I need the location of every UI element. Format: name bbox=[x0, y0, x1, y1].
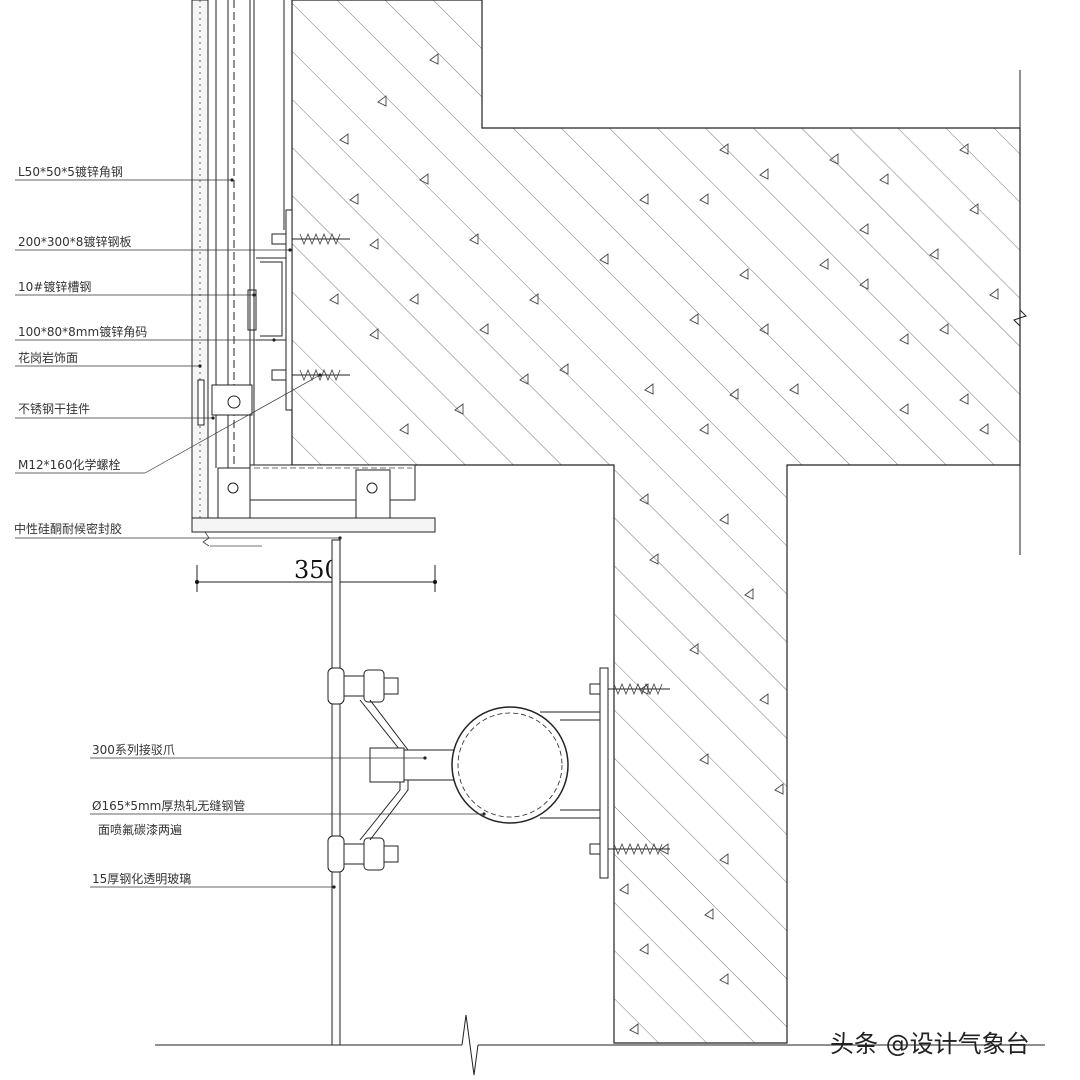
embedded-steel-plate-top bbox=[285, 209, 293, 411]
label-chemical-bolt: M12*160化学螺栓 bbox=[18, 457, 121, 472]
granite-facing-system bbox=[191, 0, 436, 547]
leader-lines bbox=[15, 178, 486, 889]
label-spider-claw: 300系列接驳爪 bbox=[92, 742, 175, 757]
label-steel-plate: 200*300*8镀锌钢板 bbox=[18, 235, 131, 249]
label-stainless-hanger: 不锈钢干挂件 bbox=[18, 402, 90, 416]
glass-panel bbox=[331, 539, 341, 1046]
dimension-350: 350 bbox=[195, 556, 437, 592]
chemical-bolt-tube-upper bbox=[589, 682, 670, 696]
label-angle-steel: L50*50*5镀锌角钢 bbox=[18, 165, 123, 179]
watermark: 头条 @设计气象台 bbox=[830, 1030, 1030, 1058]
embedded-plate-lower bbox=[599, 667, 609, 879]
glass-curtain-wall bbox=[327, 539, 670, 1046]
granite-soffit bbox=[191, 517, 436, 533]
label-steel-tube: Ø165*5mm厚热轧无缝钢管 bbox=[92, 798, 245, 813]
spider-claw-upper bbox=[327, 667, 399, 705]
label-glass: 15厚钢化透明玻璃 bbox=[92, 872, 191, 886]
label-tube-coating: 面喷氟碳漆两遍 bbox=[98, 823, 182, 837]
chemical-bolt-upper bbox=[271, 232, 350, 246]
sealant-joint bbox=[202, 531, 210, 547]
concrete-structure bbox=[291, 0, 1021, 1044]
annotation-labels: L50*50*5镀锌角钢 200*300*8镀锌钢板 10#镀锌槽钢 100*8… bbox=[14, 165, 245, 886]
steel-tube bbox=[451, 706, 569, 824]
label-sealant: 中性硅酮耐候密封胶 bbox=[14, 521, 122, 536]
claw-connector bbox=[369, 747, 405, 783]
chemical-bolt-tube-lower bbox=[589, 842, 670, 856]
stainless-hanger bbox=[197, 379, 205, 426]
label-channel-steel: 10#镀锌槽钢 bbox=[18, 280, 91, 294]
channel-steel bbox=[256, 257, 287, 341]
spider-claw-lower bbox=[327, 835, 399, 873]
corner-code bbox=[211, 384, 253, 416]
concrete-body bbox=[291, 0, 1021, 1044]
break-lines bbox=[155, 70, 1045, 1076]
aggregate-marks bbox=[329, 53, 999, 1035]
label-corner-code: 100*80*8mm镀锌角码 bbox=[18, 325, 147, 339]
label-granite-facing: 花岗岩饰面 bbox=[18, 350, 78, 365]
